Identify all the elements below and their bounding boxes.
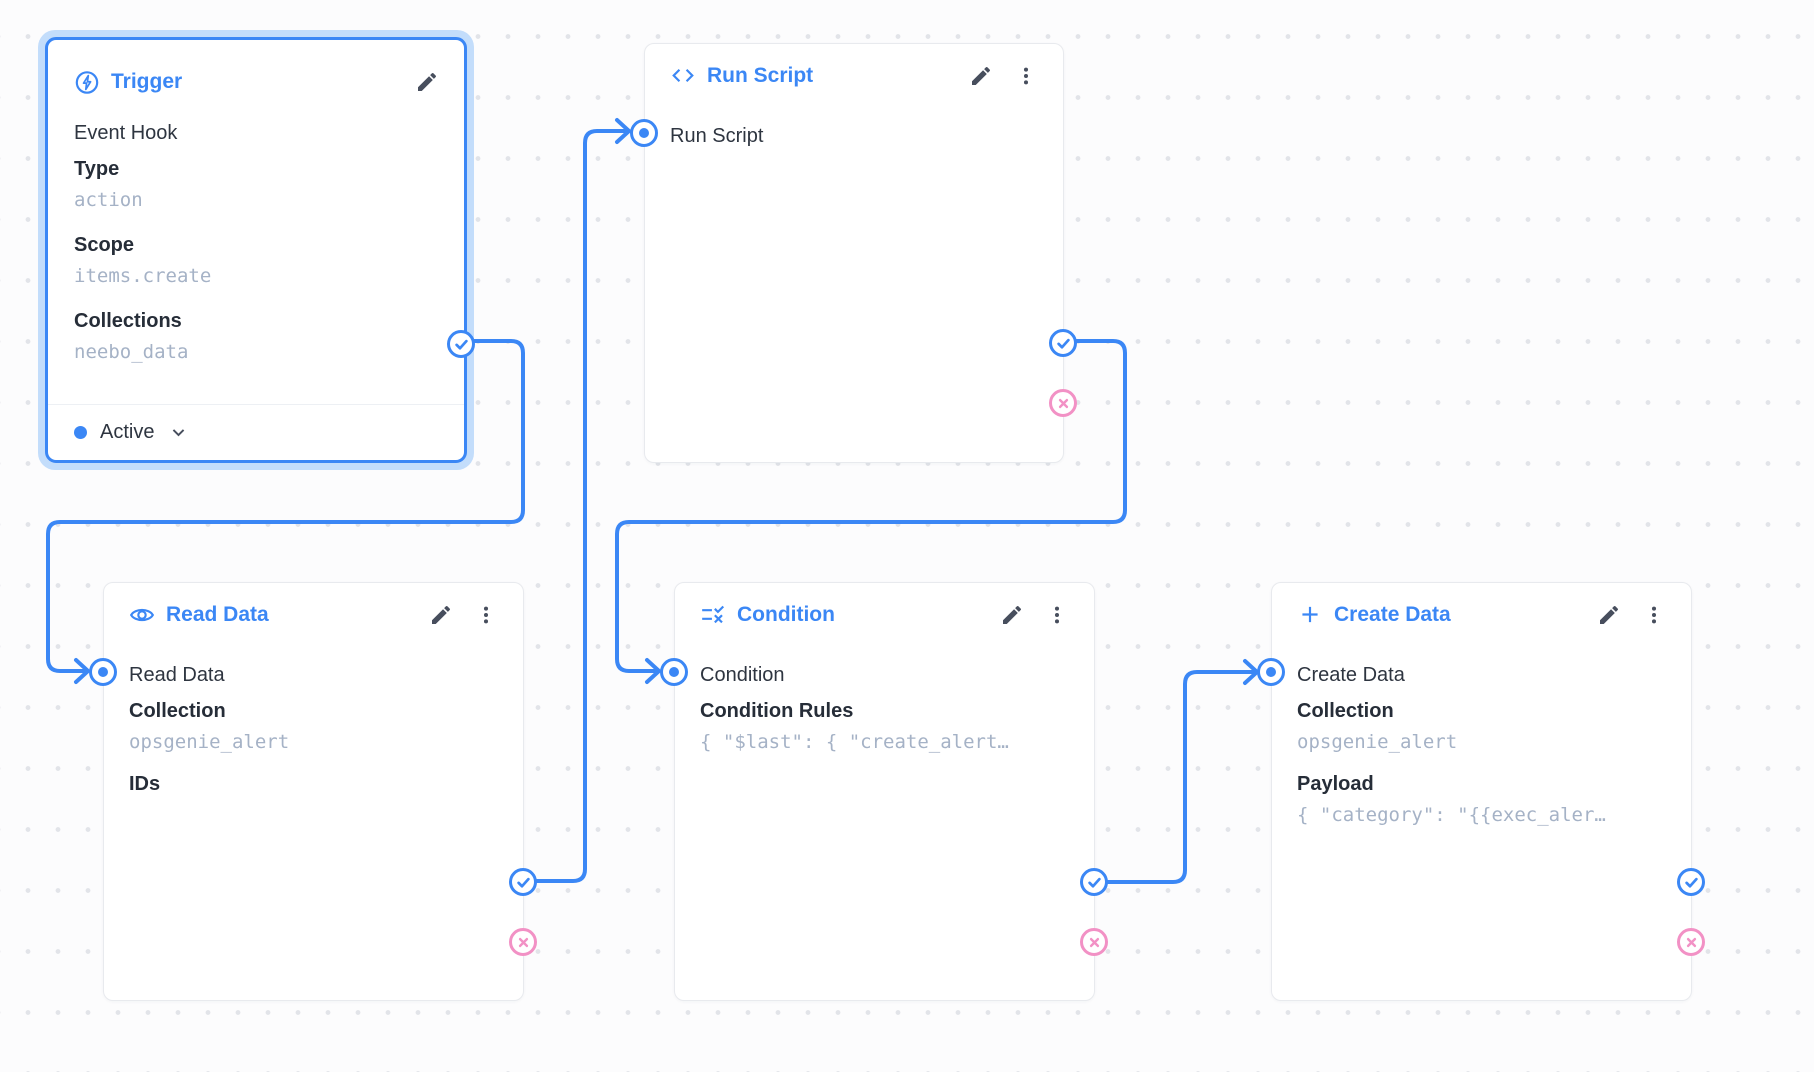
- status-active-dot: [74, 426, 87, 439]
- field-label: Type: [74, 158, 120, 180]
- read-data-resolve-port[interactable]: [509, 868, 537, 896]
- field-label: Payload: [1297, 773, 1374, 795]
- condition-reject-port[interactable]: [1080, 928, 1108, 956]
- field-value: action: [74, 189, 143, 211]
- field-label: Condition Rules: [700, 700, 854, 722]
- run-script-reject-port[interactable]: [1049, 389, 1077, 417]
- condition-node[interactable]: Condition Condition Condition Rules { "$…: [660, 582, 1108, 1001]
- read-data-input-label: Read Data: [129, 664, 225, 686]
- check-icon: [454, 339, 468, 350]
- read-data-node[interactable]: Read Data Read Data Collection opsgenie_…: [89, 582, 537, 1001]
- eye-icon: [129, 602, 155, 628]
- x-icon: [1058, 398, 1068, 408]
- trigger-header: Trigger: [48, 40, 464, 98]
- create-data-title: Create Data: [1334, 602, 1451, 626]
- edge-condition-to-create-data: [1092, 670, 1256, 884]
- check-icon: [1684, 877, 1698, 888]
- kebab-menu-icon[interactable]: [1641, 602, 1667, 628]
- field-label: Collection: [129, 700, 226, 722]
- x-icon: [1089, 937, 1099, 947]
- check-icon: [1087, 877, 1101, 888]
- condition-title: Condition: [737, 602, 835, 626]
- trigger-type-name: Event Hook: [74, 122, 178, 144]
- port-dot: [639, 128, 649, 138]
- port-dot: [669, 667, 679, 677]
- create-data-resolve-port[interactable]: [1677, 868, 1705, 896]
- condition-header: Condition: [675, 583, 1094, 629]
- field-value: neebo_data: [74, 341, 189, 363]
- trigger-node[interactable]: Trigger Event Hook Type action Scope ite…: [45, 37, 475, 463]
- run-script-node[interactable]: Run Script Run Script: [630, 43, 1077, 463]
- x-icon: [1686, 937, 1696, 947]
- edge-arrow: [645, 658, 661, 684]
- edge-arrow: [1243, 659, 1259, 685]
- field-value: { "$last": { "create_alert…: [700, 731, 1009, 753]
- kebab-menu-icon[interactable]: [473, 602, 499, 628]
- port-dot: [1266, 667, 1276, 677]
- trigger-resolve-port[interactable]: [447, 330, 475, 358]
- create-data-node[interactable]: Create Data Create Data Collection opsge…: [1257, 582, 1705, 1001]
- condition-input-label: Condition: [700, 664, 785, 686]
- run-script-title: Run Script: [707, 63, 814, 87]
- read-data-input-port[interactable]: [89, 658, 117, 686]
- flow-status-dropdown[interactable]: Active: [48, 404, 464, 460]
- chevron-down-icon: [173, 429, 185, 437]
- field-value: opsgenie_alert: [129, 731, 290, 753]
- port-dot: [98, 667, 108, 677]
- edit-condition-button[interactable]: [999, 602, 1025, 628]
- edit-trigger-button[interactable]: [414, 69, 440, 95]
- read-data-header: Read Data: [104, 583, 523, 629]
- field-label: IDs: [129, 773, 161, 795]
- code-icon: [670, 63, 696, 89]
- create-data-input-label: Create Data: [1297, 664, 1405, 686]
- run-script-header: Run Script: [645, 44, 1063, 90]
- condition-resolve-port[interactable]: [1080, 868, 1108, 896]
- create-data-input-port[interactable]: [1257, 658, 1285, 686]
- run-script-input-port[interactable]: [630, 119, 658, 147]
- check-icon: [1056, 338, 1070, 349]
- edit-create-data-button[interactable]: [1596, 602, 1622, 628]
- kebab-menu-icon[interactable]: [1044, 602, 1070, 628]
- field-value: items.create: [74, 265, 212, 287]
- field-label: Scope: [74, 234, 135, 256]
- edge-arrow: [615, 118, 631, 144]
- x-icon: [518, 937, 528, 947]
- edge-read-data-to-run-script: [521, 129, 628, 883]
- read-data-reject-port[interactable]: [509, 928, 537, 956]
- condition-input-port[interactable]: [660, 658, 688, 686]
- run-script-resolve-port[interactable]: [1049, 329, 1077, 357]
- field-value: { "category": "{{exec_aler…: [1297, 804, 1606, 826]
- rule-icon: [700, 602, 726, 628]
- create-data-header: Create Data: [1272, 583, 1691, 629]
- field-value: opsgenie_alert: [1297, 731, 1458, 753]
- bolt-circle-icon: [74, 69, 100, 95]
- plus-icon: [1297, 602, 1323, 628]
- edit-run-script-button[interactable]: [968, 63, 994, 89]
- check-icon: [516, 877, 530, 888]
- edge-arrow: [74, 658, 90, 684]
- run-script-input-label: Run Script: [670, 125, 764, 147]
- create-data-reject-port[interactable]: [1677, 928, 1705, 956]
- kebab-menu-icon[interactable]: [1013, 63, 1039, 89]
- trigger-title: Trigger: [111, 70, 183, 93]
- field-label: Collection: [1297, 700, 1394, 722]
- trigger-node-selection: Trigger Event Hook Type action Scope ite…: [38, 30, 475, 470]
- status-label: Active: [100, 421, 155, 443]
- field-label: Collections: [74, 310, 182, 332]
- read-data-title: Read Data: [166, 602, 269, 626]
- edit-read-data-button[interactable]: [428, 602, 454, 628]
